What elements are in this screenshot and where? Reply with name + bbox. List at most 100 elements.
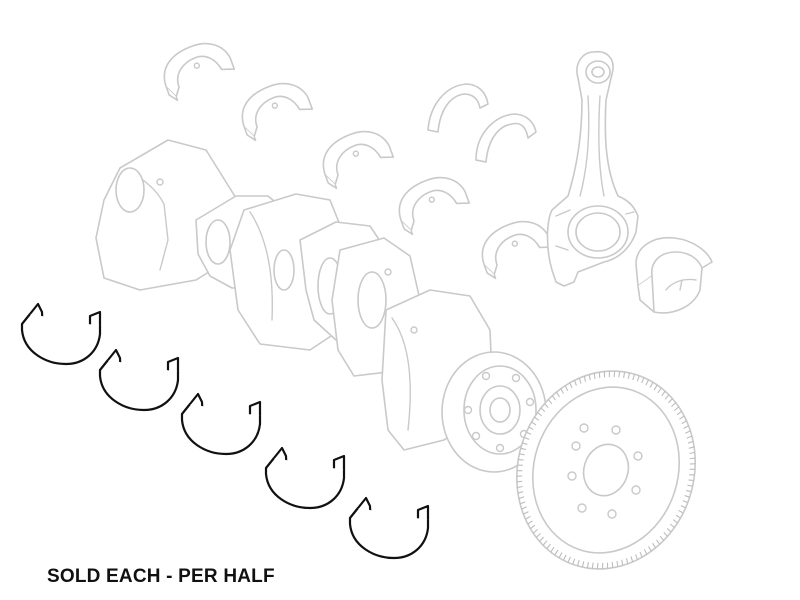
ring-gear-tooth	[522, 442, 528, 445]
ring-gear-tooth	[653, 384, 658, 391]
ring-gear-tooth	[672, 519, 678, 524]
flywheel	[515, 370, 697, 570]
main-bearing-half-3	[180, 392, 262, 456]
ring-gear-tooth	[623, 371, 626, 378]
ring-gear-tooth	[641, 377, 645, 384]
ring-gear-tooth	[648, 546, 652, 552]
ring-gear-tooth	[663, 532, 668, 537]
crankshaft	[95, 139, 547, 473]
ring-gear-tooth	[532, 528, 538, 534]
ring-gear-tooth	[518, 496, 525, 500]
ring-gear-tooth	[542, 540, 548, 546]
ring-gear-tooth	[674, 406, 680, 412]
connecting-rod	[546, 50, 639, 287]
ring-gear-tooth	[687, 484, 693, 487]
ring-gear-tooth	[678, 509, 684, 514]
ring-gear-tooth	[656, 539, 661, 545]
ring-gear-tooth	[535, 532, 541, 538]
ring-gear-tooth	[616, 560, 619, 567]
ring-gear-tooth	[643, 549, 648, 555]
ring-gear-tooth	[636, 375, 640, 382]
ring-gear-tooth	[524, 436, 530, 440]
ring-gear-tooth	[684, 495, 690, 498]
ring-gear-tooth	[539, 536, 544, 542]
ring-gear-tooth	[519, 453, 525, 456]
ring-gear-tooth	[682, 500, 688, 504]
ring-gear-tooth	[686, 489, 692, 493]
ring-gear-tooth	[688, 446, 695, 449]
ring-gear-tooth	[689, 451, 695, 455]
ring-gear-tooth	[581, 561, 585, 568]
ring-gear-tooth	[518, 458, 524, 461]
thrust-washer-1	[427, 83, 489, 133]
ring-gear-tooth	[554, 549, 559, 556]
ring-gear-tooth	[530, 524, 536, 530]
ring-gear-tooth	[588, 374, 591, 381]
ring-gear-tooth	[676, 410, 682, 416]
ring-gear-tooth	[531, 421, 537, 426]
ring-gear-tooth	[686, 435, 693, 439]
upper-bearing-shell-2	[241, 82, 314, 142]
ring-gear-tooth	[551, 395, 556, 401]
ring-gear-tooth	[523, 511, 529, 515]
ring-gear-tooth	[534, 416, 540, 421]
ring-gear-tooth	[685, 430, 691, 434]
ring-gear-tooth	[574, 380, 577, 386]
ring-gear-tooth	[555, 391, 560, 398]
ring-gear-tooth	[625, 558, 629, 564]
main-bearing-half-4	[264, 446, 346, 510]
ring-gear-tooth	[666, 527, 672, 533]
ring-gear-tooth	[560, 388, 564, 394]
ring-gear-tooth	[679, 415, 685, 420]
ring-gear-tooth	[689, 457, 696, 460]
ring-gear-tooth	[661, 390, 666, 397]
ring-gear-tooth	[681, 420, 687, 425]
ring-gear-tooth	[683, 425, 689, 429]
ring-gear-tooth	[569, 382, 573, 389]
main-bearing-half-5	[348, 496, 430, 560]
ring-gear-tooth	[649, 381, 654, 388]
ring-gear-tooth	[680, 505, 686, 509]
ring-gear-tooth	[537, 412, 543, 417]
ring-gear-tooth	[558, 552, 563, 559]
ring-gear-tooth	[527, 520, 533, 525]
ring-gear-tooth	[635, 554, 638, 560]
ring-gear-tooth	[547, 399, 553, 405]
ring-gear-tooth	[517, 485, 523, 489]
upper-bearing-shell-1	[163, 42, 236, 102]
ring-gear-tooth	[593, 373, 596, 380]
ring-gear-tooth	[567, 556, 571, 563]
ring-gear-tooth	[546, 543, 551, 550]
ring-gear-tooth	[583, 376, 587, 382]
ring-gear-tooth	[517, 491, 524, 494]
ring-gear-tooth	[521, 506, 527, 510]
ring-gear-tooth	[621, 559, 624, 566]
ring-gear-tooth	[668, 398, 673, 404]
ring-gear-tooth	[675, 514, 681, 519]
ring-gear-tooth	[516, 480, 523, 483]
ring-gear-tooth	[664, 394, 670, 400]
ring-gear-tooth	[526, 431, 532, 435]
ring-gear-tooth	[528, 426, 534, 431]
ring-gear-tooth	[544, 403, 549, 408]
main-bearing-half-2	[98, 348, 180, 412]
upper-bearing-shell-5	[481, 220, 554, 280]
ring-gear-tooth	[572, 558, 576, 565]
ring-gear-tooth	[657, 387, 662, 394]
ring-gear-tooth	[613, 371, 616, 378]
ring-gear-tooth	[576, 559, 580, 567]
ring-gear-tooth	[540, 407, 546, 413]
ring-gear-tooth	[659, 535, 665, 541]
ring-gear-tooth	[578, 377, 582, 384]
ring-gear-tooth	[520, 447, 526, 451]
ring-gear-tooth	[563, 554, 567, 561]
ring-gear-tooth	[519, 501, 526, 505]
upper-bearing-shell-4	[398, 176, 471, 236]
rod-bearing-shell	[635, 237, 713, 314]
ring-gear-tooth	[525, 515, 531, 520]
caption-sold-each: SOLD EACH - PER HALF	[47, 566, 275, 587]
ring-gear-tooth	[687, 440, 694, 444]
ring-gear-tooth	[639, 551, 643, 558]
ring-gear-tooth	[671, 402, 677, 408]
ring-gear-tooth	[630, 556, 634, 563]
